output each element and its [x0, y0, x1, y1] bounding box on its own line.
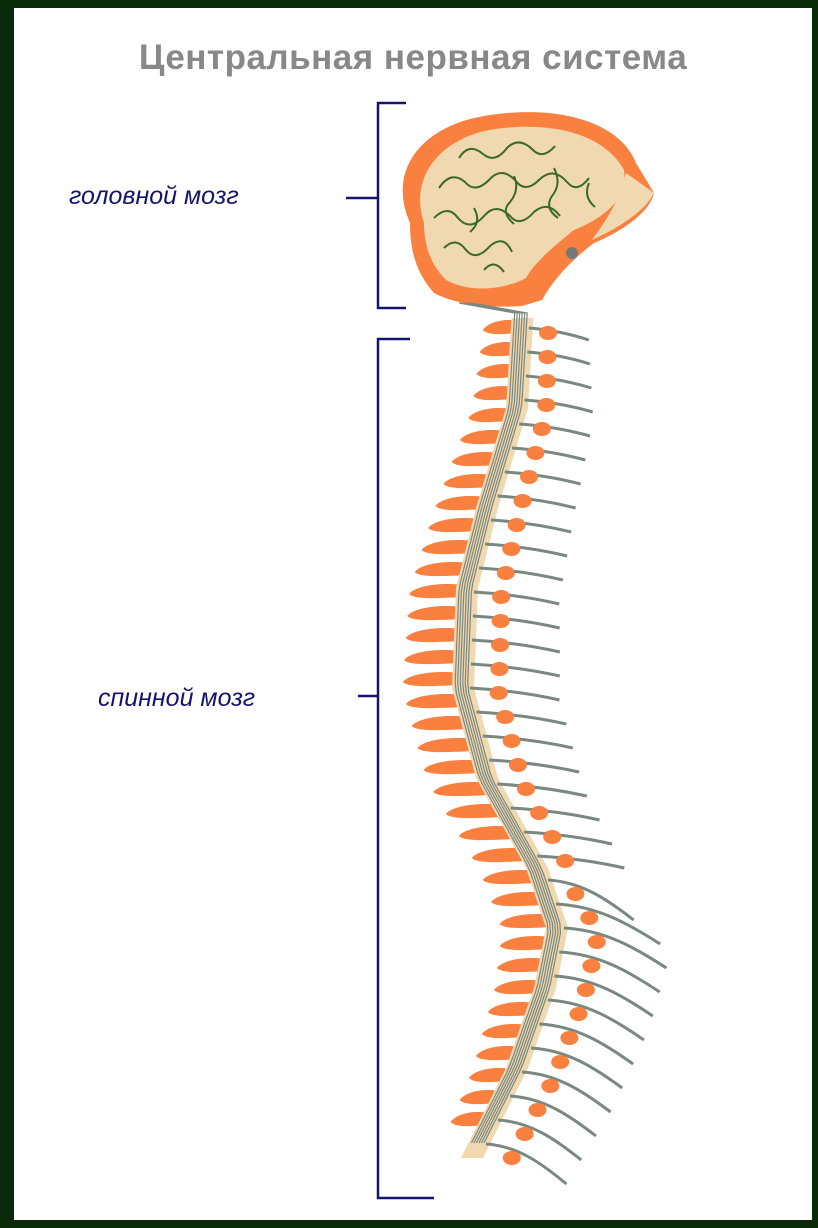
spinal-ganglion: [509, 758, 527, 772]
spinal-ganglion: [537, 398, 555, 412]
spinal-ganglion: [517, 782, 535, 796]
spinal-nerve: [489, 760, 579, 772]
spinal-ganglion: [543, 830, 561, 844]
spinal-ganglion: [492, 614, 510, 628]
spinal-nerve: [473, 616, 560, 628]
brain-illustration: [403, 112, 654, 307]
spinal-nerve: [471, 664, 560, 676]
spinal-ganglion: [503, 1151, 521, 1165]
vertebra-process: [409, 584, 464, 598]
spinal-nerve: [491, 520, 571, 532]
spinal-nerve: [512, 448, 585, 460]
spinal-ganglion: [580, 911, 598, 925]
spinal-ganglion: [496, 710, 514, 724]
spine-illustration: [403, 303, 667, 1184]
spinal-ganglion: [538, 350, 556, 364]
spinal-nerve: [511, 808, 600, 820]
spinal-nerve: [529, 328, 589, 340]
diagram-canvas: Центральная нервная система головной моз…: [14, 8, 812, 1220]
spinal-nerve: [524, 400, 592, 412]
vertebra-process: [404, 650, 461, 664]
spinal-nerve: [519, 424, 590, 436]
spinal-nerve: [526, 376, 591, 388]
spinal-ganglion: [514, 494, 532, 508]
spinal-ganglion: [560, 1031, 578, 1045]
spinal-ganglion: [497, 566, 515, 580]
spinal-ganglion: [490, 662, 508, 676]
spinal-ganglion: [541, 1079, 559, 1093]
spinal-nerve: [479, 568, 563, 580]
spinal-ganglion: [502, 542, 520, 556]
spinal-nerve: [474, 592, 559, 604]
bracket-brain: [346, 103, 406, 308]
spinal-nerve: [497, 784, 587, 796]
vertebra-process: [403, 672, 461, 686]
spinal-ganglion: [556, 854, 574, 868]
spinal-nerve: [559, 952, 659, 992]
spinal-ganglion: [492, 590, 510, 604]
spinal-ganglion: [551, 1055, 569, 1069]
spinal-ganglion: [582, 959, 600, 973]
spinal-ganglion: [526, 446, 544, 460]
spinal-ganglion: [508, 518, 526, 532]
spinal-ganglion: [570, 1007, 588, 1021]
spinal-ganglion: [566, 887, 584, 901]
spinal-nerve: [527, 352, 590, 364]
spinal-ganglion: [530, 806, 548, 820]
spinal-ganglion: [577, 983, 595, 997]
spinal-ganglion: [503, 734, 521, 748]
spinal-ganglion: [491, 638, 509, 652]
spinal-nerve: [470, 688, 559, 700]
spinal-nerve: [485, 544, 567, 556]
spinal-nerve: [554, 976, 652, 1016]
spinal-ganglion: [539, 326, 557, 340]
spinal-nerve: [472, 640, 560, 652]
spinal-ganglion: [520, 470, 538, 484]
bracket-spinal-cord: [358, 339, 434, 1198]
nervous-system-illustration: [14, 8, 812, 1220]
spinal-nerve: [486, 1144, 566, 1184]
spinal-nerve: [537, 856, 624, 868]
spinal-ganglion: [528, 1103, 546, 1117]
spinal-ganglion: [490, 686, 508, 700]
spinal-ganglion: [516, 1127, 534, 1141]
spinal-ganglion: [588, 935, 606, 949]
vertebra-process: [407, 606, 463, 620]
spinal-nerve: [564, 928, 666, 968]
spinal-nerve: [498, 496, 576, 508]
spinal-nerve: [524, 832, 612, 844]
spinal-nerve: [505, 472, 581, 484]
spinal-nerve: [476, 712, 566, 724]
spinal-ganglion: [533, 422, 551, 436]
spinal-ganglion: [538, 374, 556, 388]
spinal-nerve: [483, 736, 573, 748]
vertebra-process: [406, 628, 462, 642]
